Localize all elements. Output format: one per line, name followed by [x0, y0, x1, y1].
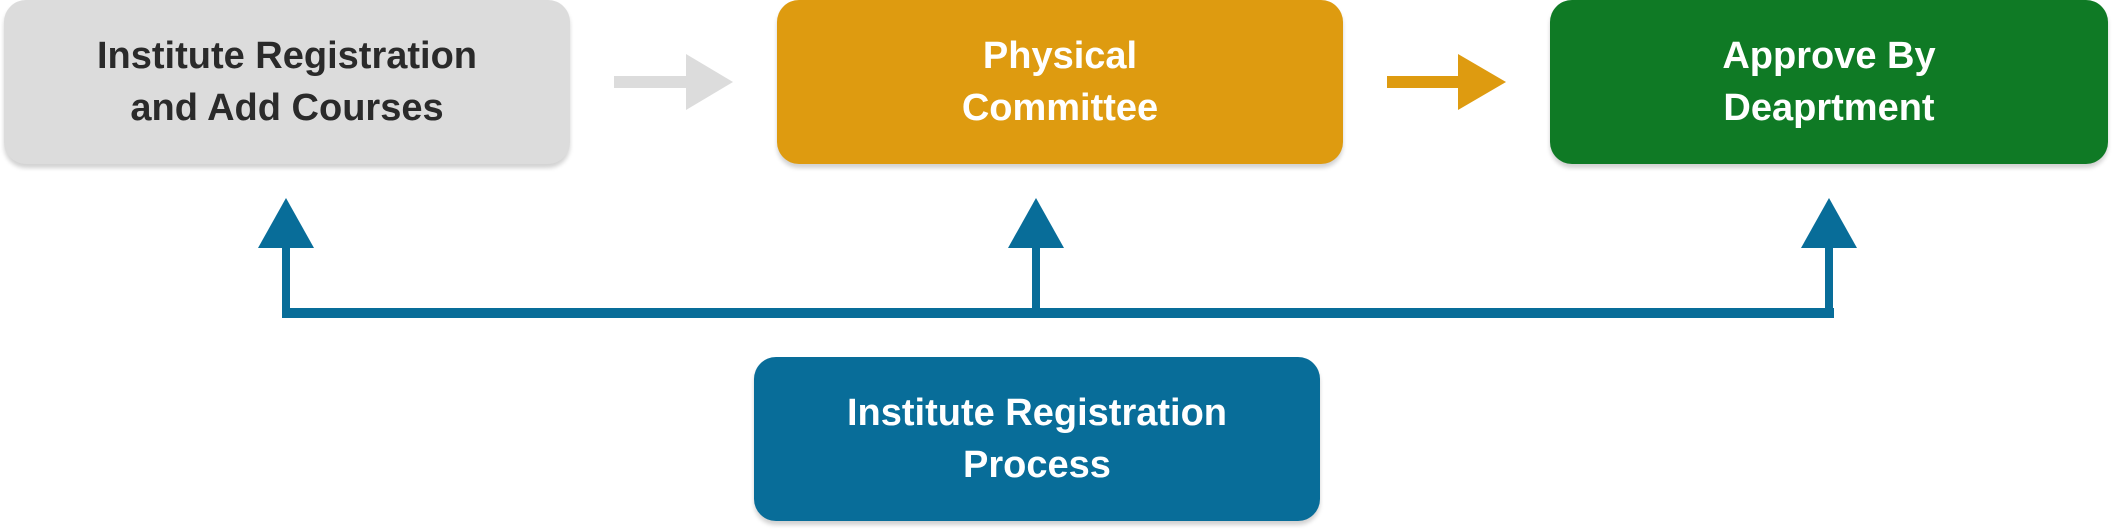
arrow-step2-to-step3	[1387, 54, 1506, 110]
step-physical-committee: Physical Committee	[777, 0, 1343, 164]
institute-registration-process: Institute Registration Process	[754, 357, 1320, 521]
process-connector	[258, 198, 1857, 318]
arrowhead-to-step3	[1801, 198, 1857, 248]
process-label: Institute Registration Process	[846, 392, 1228, 486]
step-approve-by-department: Approve By Deaprtment	[1550, 0, 2108, 164]
step-label: Physical Committee	[961, 35, 1159, 129]
arrowhead-to-step1	[258, 198, 314, 248]
step-label: Approve By Deaprtment	[1722, 35, 1936, 129]
arrowhead-to-step2	[1008, 198, 1064, 248]
arrow-step1-to-step2	[614, 54, 733, 110]
step-label: Institute Registration and Add Courses	[96, 35, 478, 129]
step-institute-registration: Institute Registration and Add Courses	[4, 0, 570, 164]
